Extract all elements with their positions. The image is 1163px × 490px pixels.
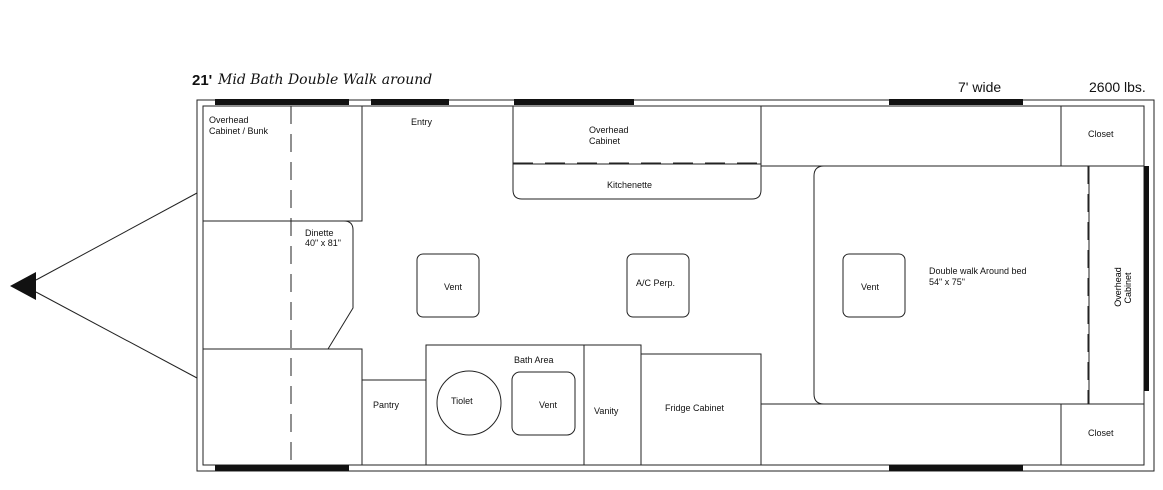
rear-window bbox=[1144, 166, 1149, 391]
model-number: 21' bbox=[192, 72, 213, 89]
hitch-lower-arm bbox=[35, 291, 198, 379]
overhead-cabinet-label-1: Overhead bbox=[589, 125, 629, 135]
trailer-weight: 2600 lbs. bbox=[1089, 79, 1146, 95]
bed-label: Double walk Around bed bbox=[929, 266, 1027, 276]
overhead-cabinet-label-2: Cabinet bbox=[589, 136, 621, 146]
hitch-tip bbox=[10, 272, 36, 300]
windows-top bbox=[215, 99, 1023, 105]
fridge-outline bbox=[641, 353, 762, 465]
bed-size: 54" x 75" bbox=[929, 277, 965, 287]
entry-label: Entry bbox=[411, 117, 433, 127]
closet-bottom-label: Closet bbox=[1088, 428, 1114, 438]
bath-area-label: Bath Area bbox=[514, 355, 554, 365]
vent-front-label: Vent bbox=[444, 282, 463, 292]
bath-area-box bbox=[425, 344, 642, 466]
vent-bed-label: Vent bbox=[861, 282, 880, 292]
windows-bottom bbox=[215, 465, 1023, 471]
overhead-bunk-label-2: Cabinet / Bunk bbox=[209, 126, 269, 136]
vent-front-box bbox=[416, 253, 480, 318]
hitch-upper-arm bbox=[35, 192, 198, 281]
toilet-label: Tiolet bbox=[451, 396, 473, 406]
pantry-label: Pantry bbox=[373, 400, 400, 410]
vent-bath-box bbox=[511, 371, 576, 436]
vent-bath-label: Vent bbox=[539, 400, 558, 410]
overhead-bunk-label-1: Overhead bbox=[209, 115, 249, 125]
kitchenette-label: Kitchenette bbox=[607, 180, 653, 190]
dinette-outline bbox=[203, 220, 354, 350]
ac-label: A/C Perp. bbox=[636, 278, 676, 288]
kitchenette-counter bbox=[512, 164, 762, 200]
trailer-width: 7' wide bbox=[958, 79, 1002, 95]
vanity-label: Vanity bbox=[594, 406, 619, 416]
dinette-size: 40" x 81" bbox=[305, 238, 341, 248]
overhead-cabinet-rear-label-2: Cabinet bbox=[1123, 272, 1133, 304]
model-name: Mid Bath Double Walk around bbox=[218, 72, 433, 88]
bed-outline bbox=[813, 165, 1144, 405]
toilet-shape bbox=[436, 370, 502, 436]
vent-bed-box bbox=[842, 253, 906, 318]
ac-box bbox=[626, 253, 690, 318]
dinette-label: Dinette bbox=[305, 228, 334, 238]
overhead-cabinet-box bbox=[512, 106, 762, 165]
lower-left-block bbox=[203, 348, 363, 465]
fridge-label: Fridge Cabinet bbox=[665, 403, 725, 413]
closet-top-label: Closet bbox=[1088, 129, 1114, 139]
pantry-outline bbox=[361, 379, 426, 465]
trailer-outer-wall bbox=[196, 99, 1155, 472]
